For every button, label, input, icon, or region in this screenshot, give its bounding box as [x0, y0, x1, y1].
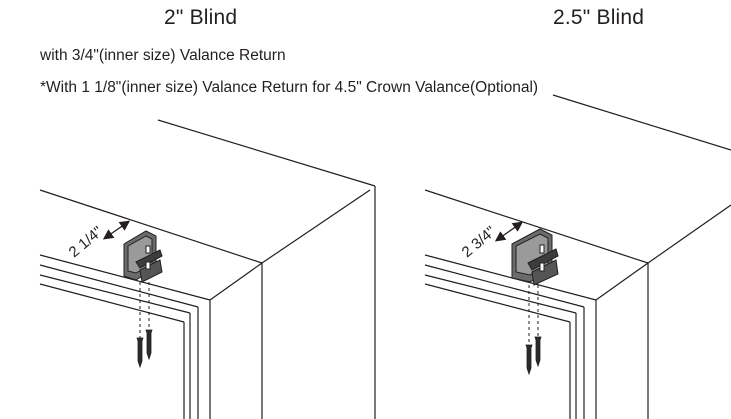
- title-2in-blind: 2" Blind: [164, 6, 238, 29]
- screw-guide-lines-left: [139, 282, 150, 338]
- dimension-label-left: 2 1/4": [66, 223, 107, 261]
- note-crown-valance-optional: *With 1 1/8"(inner size) Valance Return …: [40, 79, 539, 96]
- mounting-bracket-left: [123, 230, 163, 283]
- window-frame-left: [39, 119, 376, 419]
- window-frame-right: [424, 94, 731, 419]
- screws-right: [525, 336, 542, 376]
- dimension-arrow-right: [494, 221, 524, 242]
- mounting-bracket-right: [511, 228, 559, 286]
- dimension-arrow-left: [102, 220, 131, 240]
- dimension-label-right: 2 3/4": [459, 223, 500, 261]
- note-valance-return: with 3/4"(inner size) Valance Return: [40, 47, 286, 64]
- title-2-5in-blind: 2.5" Blind: [553, 6, 645, 29]
- screw-guide-lines-right: [528, 285, 539, 345]
- screws-left: [136, 329, 153, 369]
